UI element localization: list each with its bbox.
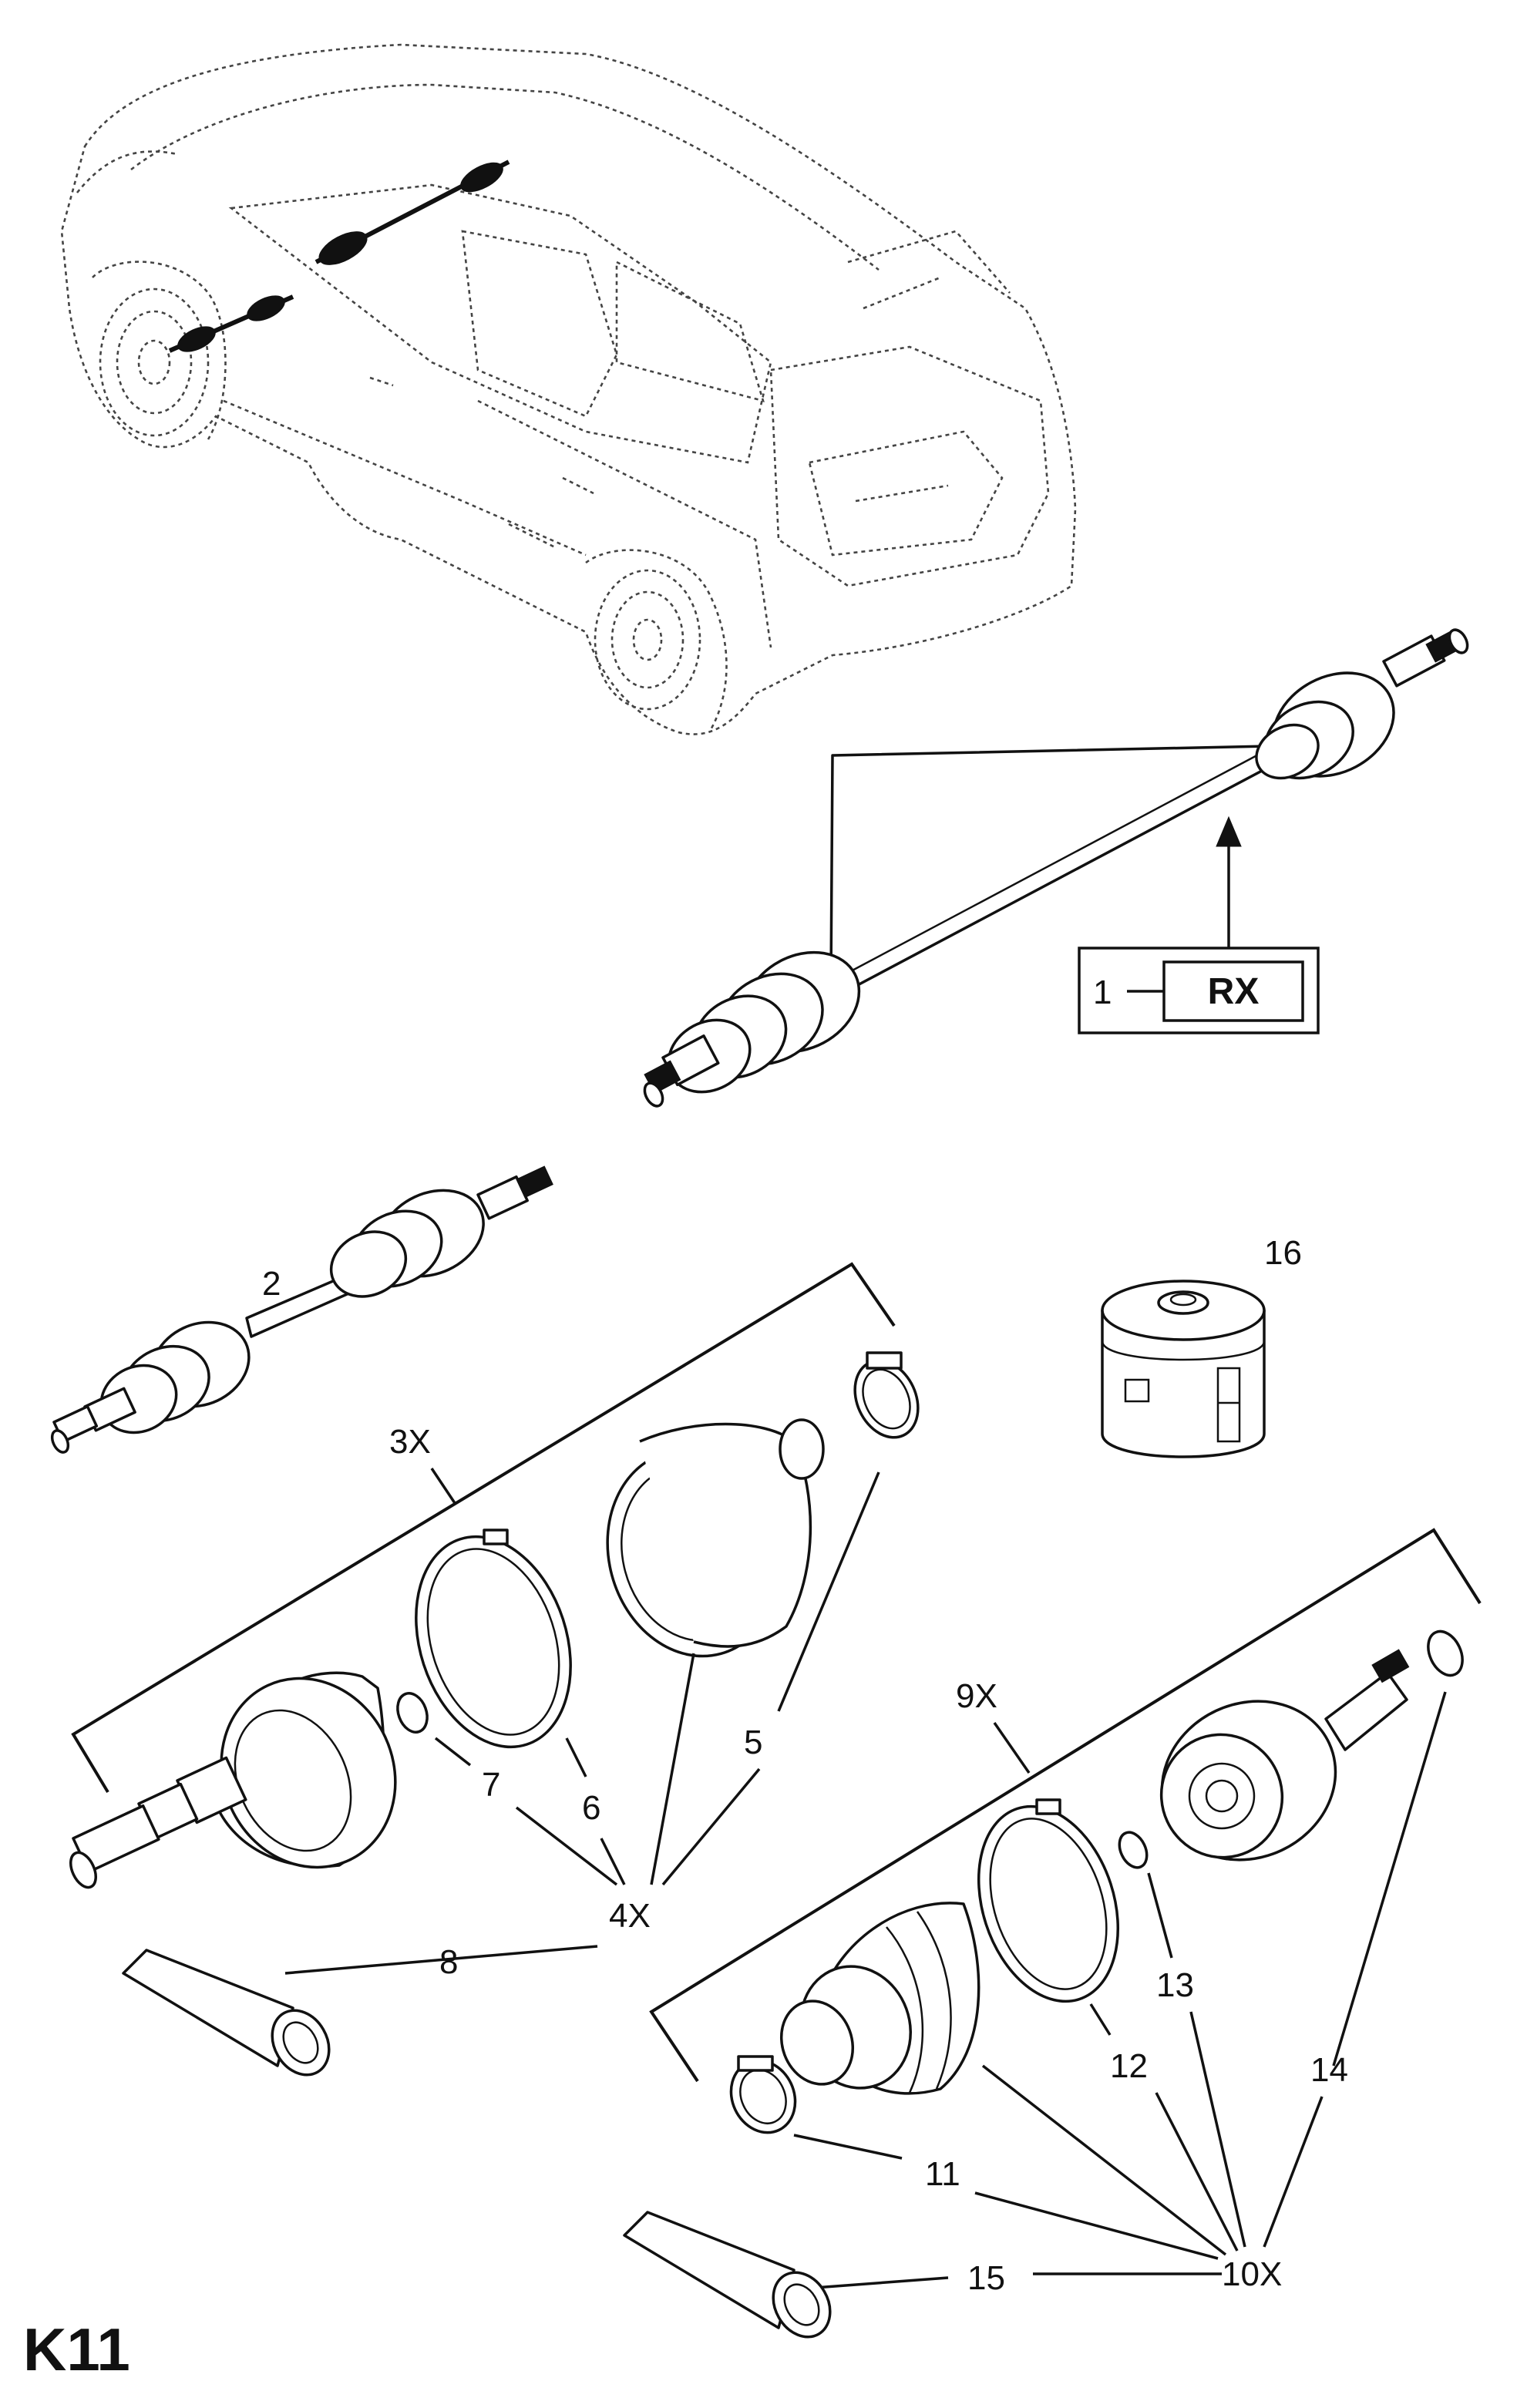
leader-12: [1089, 2003, 1112, 2036]
callout-12: 12: [1110, 2047, 1148, 2085]
part-8-grease-tube: [122, 1949, 331, 2077]
part-2-drive-shaft: [50, 1165, 553, 1454]
rx-code: RX: [1208, 971, 1260, 1012]
callout-3x: 3X: [389, 1423, 431, 1461]
leader-14: [1332, 1691, 1447, 2067]
part-small-clamp: [853, 1351, 920, 1439]
callout-1: 1: [1093, 974, 1112, 1011]
part-11-boot: [779, 1902, 980, 2095]
callout-15: 15: [967, 2259, 1005, 2297]
rx-label-box: 1 RX: [1078, 947, 1320, 1034]
part-14-ring: [1427, 1629, 1464, 1677]
part-small-clamp-inner: [729, 2055, 797, 2134]
kit-3x-bracket: [71, 1262, 896, 1794]
part-inner-tripod-joint: [1159, 1649, 1410, 1861]
leader-7: [434, 1737, 472, 1767]
part-6-band-clamp: [415, 1529, 572, 1749]
vehicle-outline: [60, 43, 1077, 735]
callout-16: 16: [1264, 1234, 1302, 1272]
callout-11: 11: [925, 2155, 960, 2193]
part-outer-cv-joint: [69, 1671, 397, 1889]
rx-arrow-head: [1216, 816, 1242, 847]
callout-8: 8: [439, 1943, 458, 1981]
leader-6: [565, 1737, 587, 1777]
leaders-4x: [284, 1653, 761, 1975]
callout-10x: 10X: [1222, 2255, 1282, 2293]
callout-5: 5: [744, 1724, 762, 1761]
kit-9x-bracket: [649, 1528, 1482, 2083]
page-code: K11: [23, 2316, 130, 2383]
callout-6: 6: [582, 1789, 600, 1827]
part-7-snap-ring: [396, 1692, 429, 1734]
callout-13: 13: [1156, 1966, 1194, 2004]
kit-9x-leader: [993, 1722, 1031, 1774]
part-13-snap-ring: [1118, 1831, 1149, 1869]
part-16-grease-can: [1101, 1280, 1266, 1458]
callout-14: 14: [1310, 2051, 1348, 2089]
leader-5: [777, 1471, 880, 1712]
part-15-grease-tube: [623, 2211, 832, 2339]
part-12-band-clamp: [977, 1798, 1120, 2003]
part-1-drive-shaft: [643, 628, 1469, 1108]
callout-9x: 9X: [956, 1677, 997, 1715]
vehicle-driveshafts: [168, 160, 510, 353]
callout-4x: 4X: [609, 1897, 651, 1935]
part-5-boot: [606, 1418, 825, 1658]
callout-7: 7: [482, 1766, 500, 1804]
kit-3x-leader: [430, 1468, 456, 1504]
callout-2: 2: [262, 1265, 281, 1303]
leader-13: [1147, 1872, 1173, 1959]
